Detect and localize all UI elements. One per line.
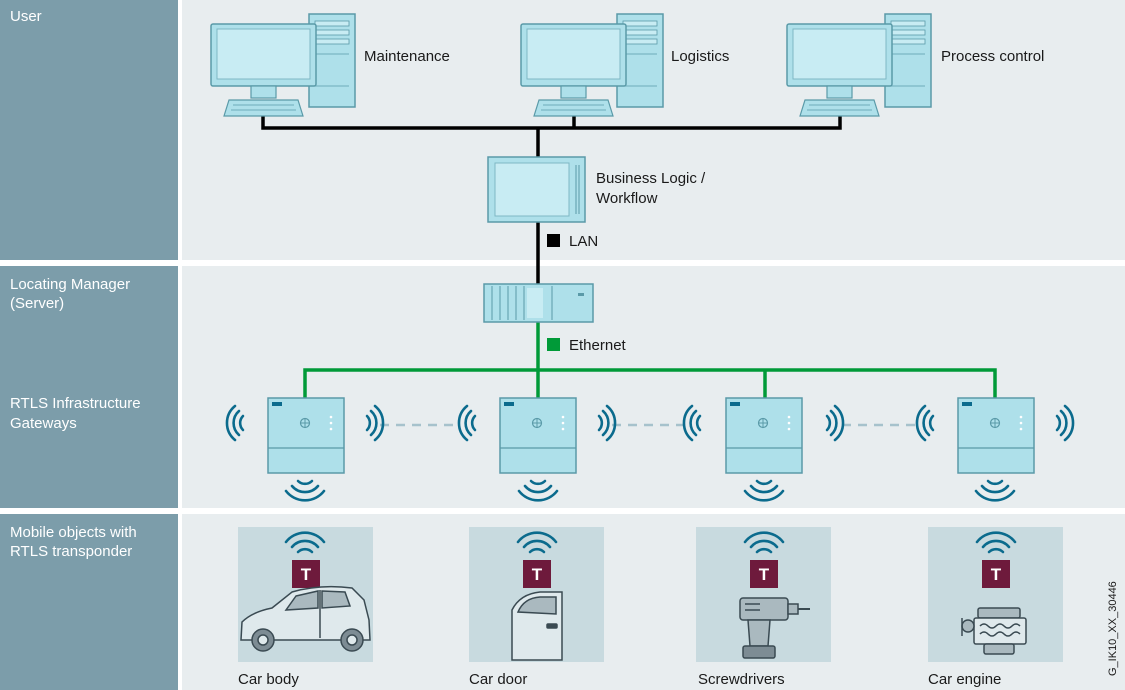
object-car-body: T xyxy=(238,527,373,662)
gateway-device-icon xyxy=(267,397,345,474)
transponder-badge xyxy=(523,560,551,588)
label-lan: LAN xyxy=(569,233,598,250)
object-car-engine: T xyxy=(928,527,1063,662)
sidebar-label-locating-manager-2: (Server) xyxy=(10,295,64,312)
workstation-process-control xyxy=(786,13,932,117)
transponder-letter: T xyxy=(301,565,312,584)
label-car-body: Car body xyxy=(238,671,299,688)
car-engine-icon xyxy=(961,607,1027,655)
sidebar-label-user: User xyxy=(10,8,42,25)
ethernet-legend-swatch xyxy=(547,338,560,351)
transponder-letter: T xyxy=(759,565,770,584)
object-car-door: T xyxy=(469,527,604,662)
gateway-device-icon xyxy=(499,397,577,474)
image-code: G_IK10_XX_30446 xyxy=(1107,581,1119,676)
label-screwdrivers: Screwdrivers xyxy=(698,671,785,688)
label-logistics: Logistics xyxy=(671,48,729,65)
transponder-badge xyxy=(982,560,1010,588)
label-process-control: Process control xyxy=(941,48,1044,65)
gateway-device-icon xyxy=(725,397,803,474)
sidebar-label-rtls-infrastructure-2: Gateways xyxy=(10,415,77,432)
label-maintenance: Maintenance xyxy=(364,48,450,65)
sidebar-infrastructure-block xyxy=(0,266,178,508)
sidebar-label-mobile-objects-2: RTLS transponder xyxy=(10,543,132,560)
label-ethernet: Ethernet xyxy=(569,337,627,354)
sidebar-mobile-block xyxy=(0,514,178,690)
panel-pc-icon xyxy=(487,156,586,223)
transponder-badge xyxy=(292,560,320,588)
gateway-device-icon xyxy=(957,397,1035,474)
lan-legend-swatch xyxy=(547,234,560,247)
ethernet-connections xyxy=(303,320,997,400)
workstation-maintenance xyxy=(210,13,356,117)
sidebar-label-mobile-objects-1: Mobile objects with xyxy=(10,524,137,541)
transponder-badge xyxy=(750,560,778,588)
sidebar-user-block xyxy=(0,0,178,260)
label-business-logic-1: Business Logic / xyxy=(596,170,706,187)
workstation-logistics xyxy=(520,13,664,117)
server-icon xyxy=(483,283,594,323)
sidebar-label-locating-manager-1: Locating Manager xyxy=(10,276,130,293)
screwdriver-icon xyxy=(739,597,810,659)
car-door-icon xyxy=(511,591,563,661)
car-body-icon xyxy=(240,585,371,652)
object-screwdrivers: T xyxy=(696,527,831,662)
label-car-engine: Car engine xyxy=(928,671,1001,688)
label-car-door: Car door xyxy=(469,671,527,688)
transponder-letter: T xyxy=(991,565,1002,584)
transponder-letter: T xyxy=(532,565,543,584)
label-business-logic-2: Workflow xyxy=(596,190,658,207)
sidebar-label-rtls-infrastructure-1: RTLS Infrastructure xyxy=(10,395,141,412)
